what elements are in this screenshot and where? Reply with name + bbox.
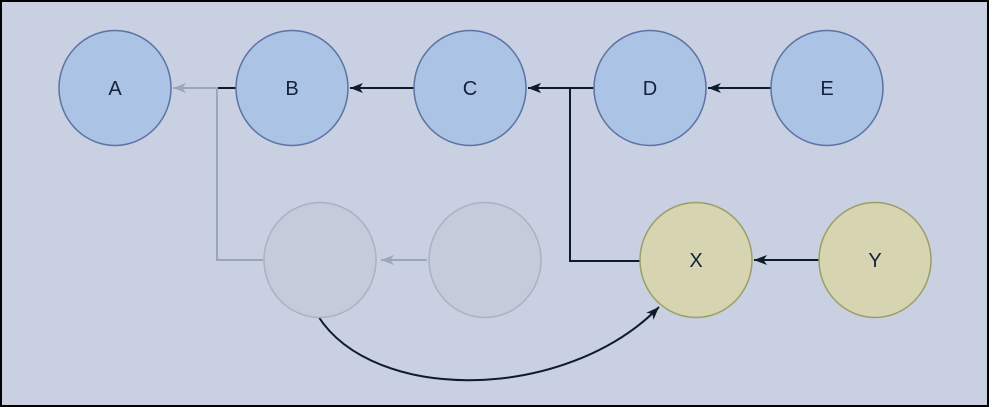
node-X[interactable] [639,201,753,319]
edge-X-to-C [528,83,640,262]
node-A-label: A [108,78,122,100]
node-C[interactable] [413,29,527,147]
node-B[interactable] [235,29,349,147]
edges-layer [173,83,819,382]
node-ghost1[interactable] [263,201,377,319]
edge-ghost1-to-X-curve [317,306,660,382]
nodes-layer: A B C D E X Y [58,29,932,319]
node-Y-label: Y [868,250,881,272]
edge-ghost1-to-A [173,83,263,261]
node-D[interactable] [593,29,707,147]
node-E[interactable] [770,29,884,147]
node-Y[interactable] [818,201,932,319]
node-A[interactable] [58,29,172,147]
node-E-label: E [820,78,833,100]
node-D-label: D [643,78,657,100]
node-B-label: B [285,78,298,100]
node-ghost2[interactable] [428,201,542,319]
node-X-label: X [689,250,702,272]
node-C-label: C [463,78,477,100]
